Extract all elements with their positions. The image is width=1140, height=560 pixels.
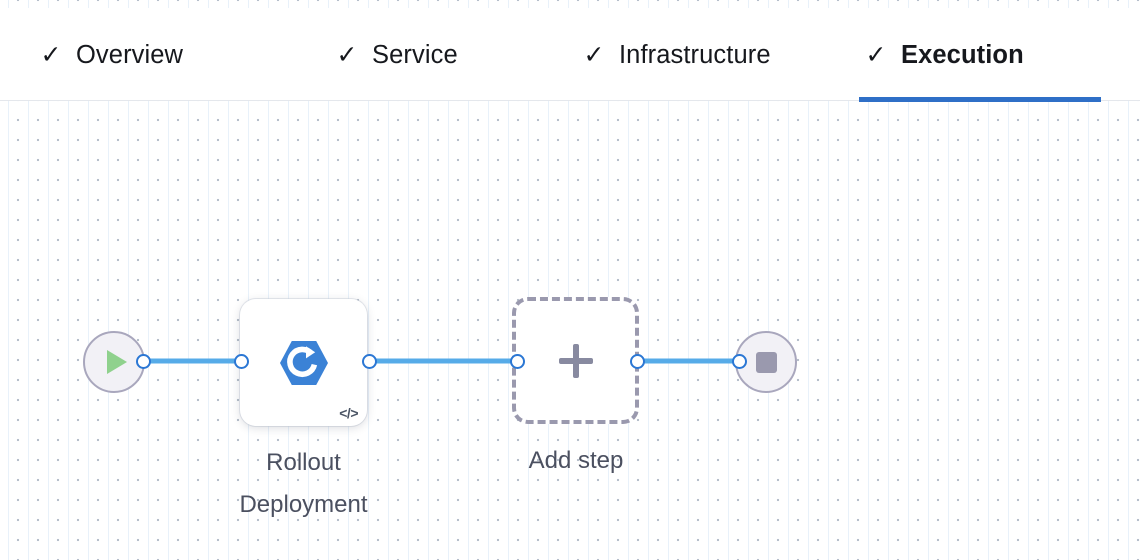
plus-icon [558, 343, 593, 378]
start-node-output-handle[interactable] [136, 354, 151, 369]
tab-service[interactable]: ✓ Service [330, 8, 464, 101]
step-node-rollout-deployment[interactable]: </> [240, 299, 367, 426]
tab-infrastructure[interactable]: ✓ Infrastructure [577, 8, 777, 101]
step-node-card[interactable]: </> [240, 299, 367, 426]
tab-label: Service [372, 40, 458, 69]
add-step-card[interactable] [512, 297, 639, 424]
add-step-label: Add step [528, 447, 624, 474]
rollout-deployment-icon [279, 340, 328, 385]
step-node-input-handle[interactable] [234, 354, 249, 369]
add-step-output-handle[interactable] [630, 354, 645, 369]
add-step-node[interactable] [512, 297, 639, 424]
tab-active-underline [859, 97, 1101, 102]
tab-overview[interactable]: ✓ Overview [34, 8, 189, 101]
add-step-input-handle[interactable] [510, 354, 525, 369]
code-icon: </> [339, 405, 358, 421]
step-node-label: Rollout Deployment [239, 449, 368, 518]
check-icon: ✓ [40, 40, 62, 69]
wizard-tab-bar: ✓ Overview ✓ Service ✓ Infrastructure ✓ … [0, 8, 1140, 102]
step-node-output-handle[interactable] [362, 354, 377, 369]
stop-icon [755, 351, 777, 373]
tab-label: Overview [76, 40, 184, 69]
end-node-input-handle[interactable] [732, 354, 747, 369]
tab-label: Infrastructure [619, 40, 771, 69]
check-icon: ✓ [583, 40, 605, 69]
check-icon: ✓ [336, 40, 358, 69]
play-icon [107, 350, 127, 374]
check-icon: ✓ [865, 40, 887, 69]
tab-execution[interactable]: ✓ Execution [859, 8, 1101, 102]
tab-label: Execution [901, 40, 1024, 69]
